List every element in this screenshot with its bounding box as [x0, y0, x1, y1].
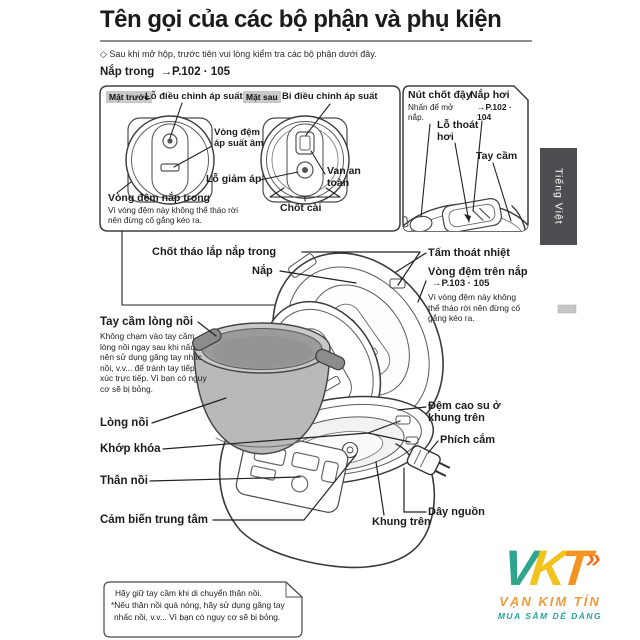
label-power-cord: Dây nguồn — [428, 506, 485, 518]
label-vacuum-gasket: Vòng đệm áp suất âm — [214, 127, 264, 149]
label-steam-vent: Lỗ thoát hơi — [437, 119, 479, 143]
label-inner-pot: Lòng nồi — [100, 417, 149, 429]
intro-text: ◇ Sau khi mở hộp, trước tiên vui lòng ki… — [100, 49, 377, 59]
logo-name: VẠN KIM TÍN — [499, 594, 601, 609]
page-edge-marker — [557, 304, 577, 314]
label-steam-cap-ref: →P.102 · 104 — [477, 102, 512, 122]
label-heat-release-plate: Tấm thoát nhiệt — [428, 247, 510, 259]
note-lid-top-gasket: Vì vòng đệm này không thể tháo rời nên đ… — [428, 292, 521, 323]
label-pressure-release-hole: Lỗ giảm áp — [206, 173, 262, 185]
language-tab: Tiếng Việt — [540, 148, 577, 245]
note-box-line1: Hãy giữ tay cầm khi di chuyển thân nồi. — [115, 588, 262, 598]
top-view-box-leaders — [420, 120, 512, 223]
label-inner-pot-handle: Tay cầm lòng nồi — [100, 316, 194, 328]
label-pressure-adjust-ball: Bi điều chỉnh áp suất — [282, 91, 378, 102]
label-body: Thân nồi — [100, 475, 148, 487]
cooker-top-view — [403, 198, 528, 231]
rear-view-tag: Mặt sau — [243, 91, 281, 103]
label-upper-frame-rubber-cushion: Đệm cao su ở khung trên — [428, 400, 501, 425]
inner-lid-latch-tab — [389, 278, 406, 289]
note-box-line2: *Nếu thân nồi quá nóng, hãy sử dụng găng… — [111, 600, 285, 610]
note-inner-pot-handle: Không chạm vào tay cầm lòng nồi ngay sau… — [100, 331, 207, 394]
vkt-watermark: VKT» VẠN KIM TÍN MUA SẮM DỄ DÀNG — [470, 536, 630, 621]
inner-lid-front-view — [125, 115, 215, 205]
latch-bracket — [269, 187, 341, 202]
label-lid-open-button: Nút chốt đậy — [408, 89, 472, 101]
section-heading: Nắp trong →P.102 · 105 — [100, 66, 230, 78]
label-lid-top-gasket: Vòng đệm trên nắp — [428, 266, 528, 278]
box-to-lid-connector — [121, 230, 307, 306]
note-box-frame — [103, 581, 303, 638]
title-rule — [100, 40, 532, 42]
inner-lid-box-frame — [99, 85, 401, 232]
label-inner-lid-gasket: Vòng đệm nắp trong — [108, 192, 211, 204]
label-safety-valve: Van an toàn — [327, 165, 361, 189]
section-heading-label: Nắp trong — [100, 66, 155, 78]
logo-slogan: MUA SẮM DỄ DÀNG — [497, 611, 603, 621]
main-diagram-leaders — [149, 251, 439, 521]
page-title: Tên gọi của các bộ phận và phụ kiện — [100, 6, 502, 33]
section-heading-ref: →P.102 · 105 — [160, 66, 230, 78]
label-latch: Chốt cài — [280, 202, 322, 214]
label-lock-joint: Khớp khóa — [100, 443, 161, 455]
label-top-handle: Tay cầm — [476, 150, 518, 162]
note-inner-lid-gasket: Vì vòng đệm này không thể tháo rời nên đ… — [108, 206, 239, 226]
note-lid-open-button: Nhấn để mở nắp. — [408, 103, 454, 123]
power-cord-plug — [395, 443, 451, 477]
label-upper-frame: Khung trên — [372, 516, 431, 528]
label-lid: Nắp — [252, 265, 273, 277]
label-pressure-adjust-hole: Lỗ điều chỉnh áp suất — [145, 91, 243, 102]
label-steam-cap: Nắp hơi — [470, 89, 510, 101]
note-box-line3: nhấc nồi, v.v... Vì bạn có nguy cơ sẽ bị… — [114, 612, 281, 622]
pot-handle-right — [315, 348, 346, 371]
inner-lid-rear-view — [260, 115, 350, 205]
logo-letter-t: T — [557, 540, 589, 596]
label-plug: Phích cắm — [440, 434, 496, 446]
label-center-sensor: Cảm biến trung tâm — [100, 514, 208, 526]
vkt-letters: VKT» — [467, 536, 633, 596]
logo-chevrons-icon: » — [584, 543, 599, 573]
label-lid-top-gasket-ref: →P.103 · 105 — [432, 278, 490, 289]
inner-lid-box-leaders — [116, 102, 331, 194]
front-view-tag: Mặt trước — [106, 91, 153, 103]
label-inner-lid-release-latch: Chốt tháo lắp nắp trong — [152, 246, 277, 258]
